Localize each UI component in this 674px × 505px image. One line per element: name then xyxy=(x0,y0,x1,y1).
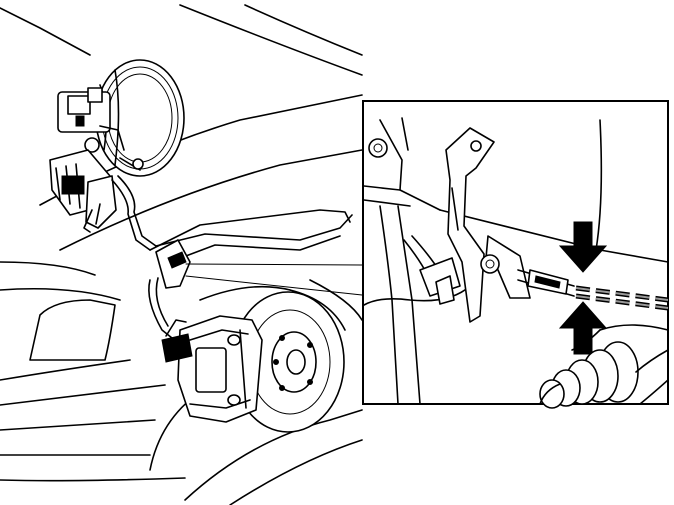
mating-dash-line xyxy=(575,285,669,311)
brake-caliper xyxy=(161,315,263,423)
abs-hydraulic-unit xyxy=(49,149,117,233)
detail-pointer xyxy=(185,263,363,296)
arrow-down-icon xyxy=(558,221,608,273)
connector-plug xyxy=(403,235,575,305)
brake-disc xyxy=(231,291,345,433)
detail-view xyxy=(362,100,669,409)
main-view xyxy=(0,4,363,505)
sensor-bracket xyxy=(445,127,531,323)
arrow-up-icon xyxy=(558,301,608,355)
drive-shaft-boot xyxy=(539,324,669,409)
cable-bracket xyxy=(148,239,191,339)
master-cylinder xyxy=(57,87,144,171)
brake-line xyxy=(111,175,353,263)
detail-strut xyxy=(363,117,669,405)
